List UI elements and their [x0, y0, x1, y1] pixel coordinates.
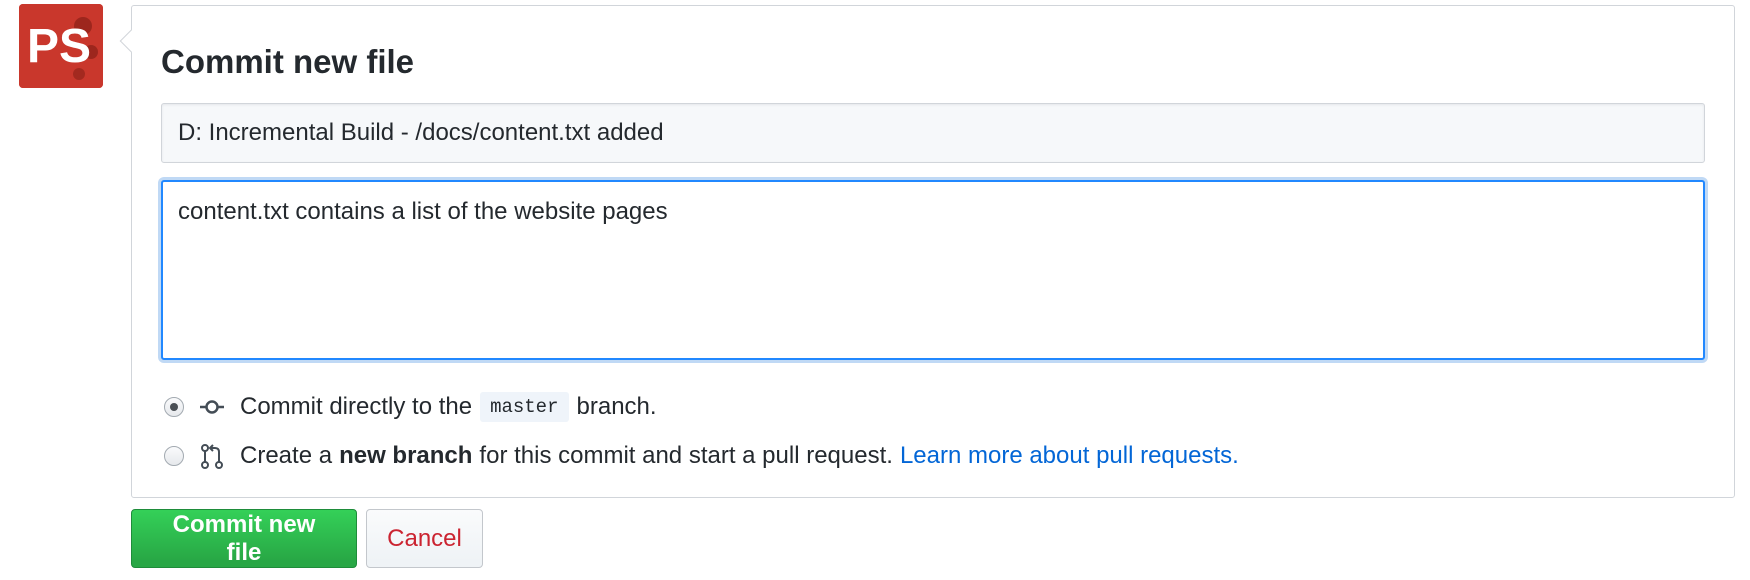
commit-direct-suffix: branch. [576, 393, 657, 420]
git-pull-request-icon [198, 442, 226, 470]
form-title: Commit new file [161, 43, 415, 80]
commit-form-box: Commit new file content.txt contains a l… [119, 5, 1735, 498]
commit-direct-prefix: Commit directly to the [240, 393, 473, 420]
avatar[interactable]: PS [19, 4, 103, 88]
commit-summary-input[interactable] [161, 103, 1705, 163]
commit-description-textarea[interactable]: content.txt contains a list of the websi… [161, 180, 1705, 360]
avatar-text: PS [27, 20, 91, 73]
commit-direct-radio[interactable] [164, 397, 184, 417]
commit-direct-option[interactable]: Commit directly to the master branch. [164, 387, 657, 427]
branch-name-code: master [480, 392, 569, 422]
radio-selected-dot [170, 403, 178, 411]
new-branch-prefix: Create a [240, 442, 333, 469]
git-commit-icon [198, 393, 226, 421]
cancel-button[interactable]: Cancel [366, 509, 483, 568]
learn-more-link[interactable]: Learn more about pull requests. [899, 442, 1239, 469]
box-pointer [119, 29, 143, 53]
commit-new-file-button[interactable]: Commit new file [131, 509, 357, 568]
new-branch-bold: new branch [339, 442, 473, 469]
ps-logo-icon: PS [19, 4, 103, 88]
new-branch-suffix: for this commit and start a pull request… [479, 442, 893, 469]
new-branch-option[interactable]: Create a new branch for this commit and … [164, 436, 1239, 476]
new-branch-radio[interactable] [164, 446, 184, 466]
